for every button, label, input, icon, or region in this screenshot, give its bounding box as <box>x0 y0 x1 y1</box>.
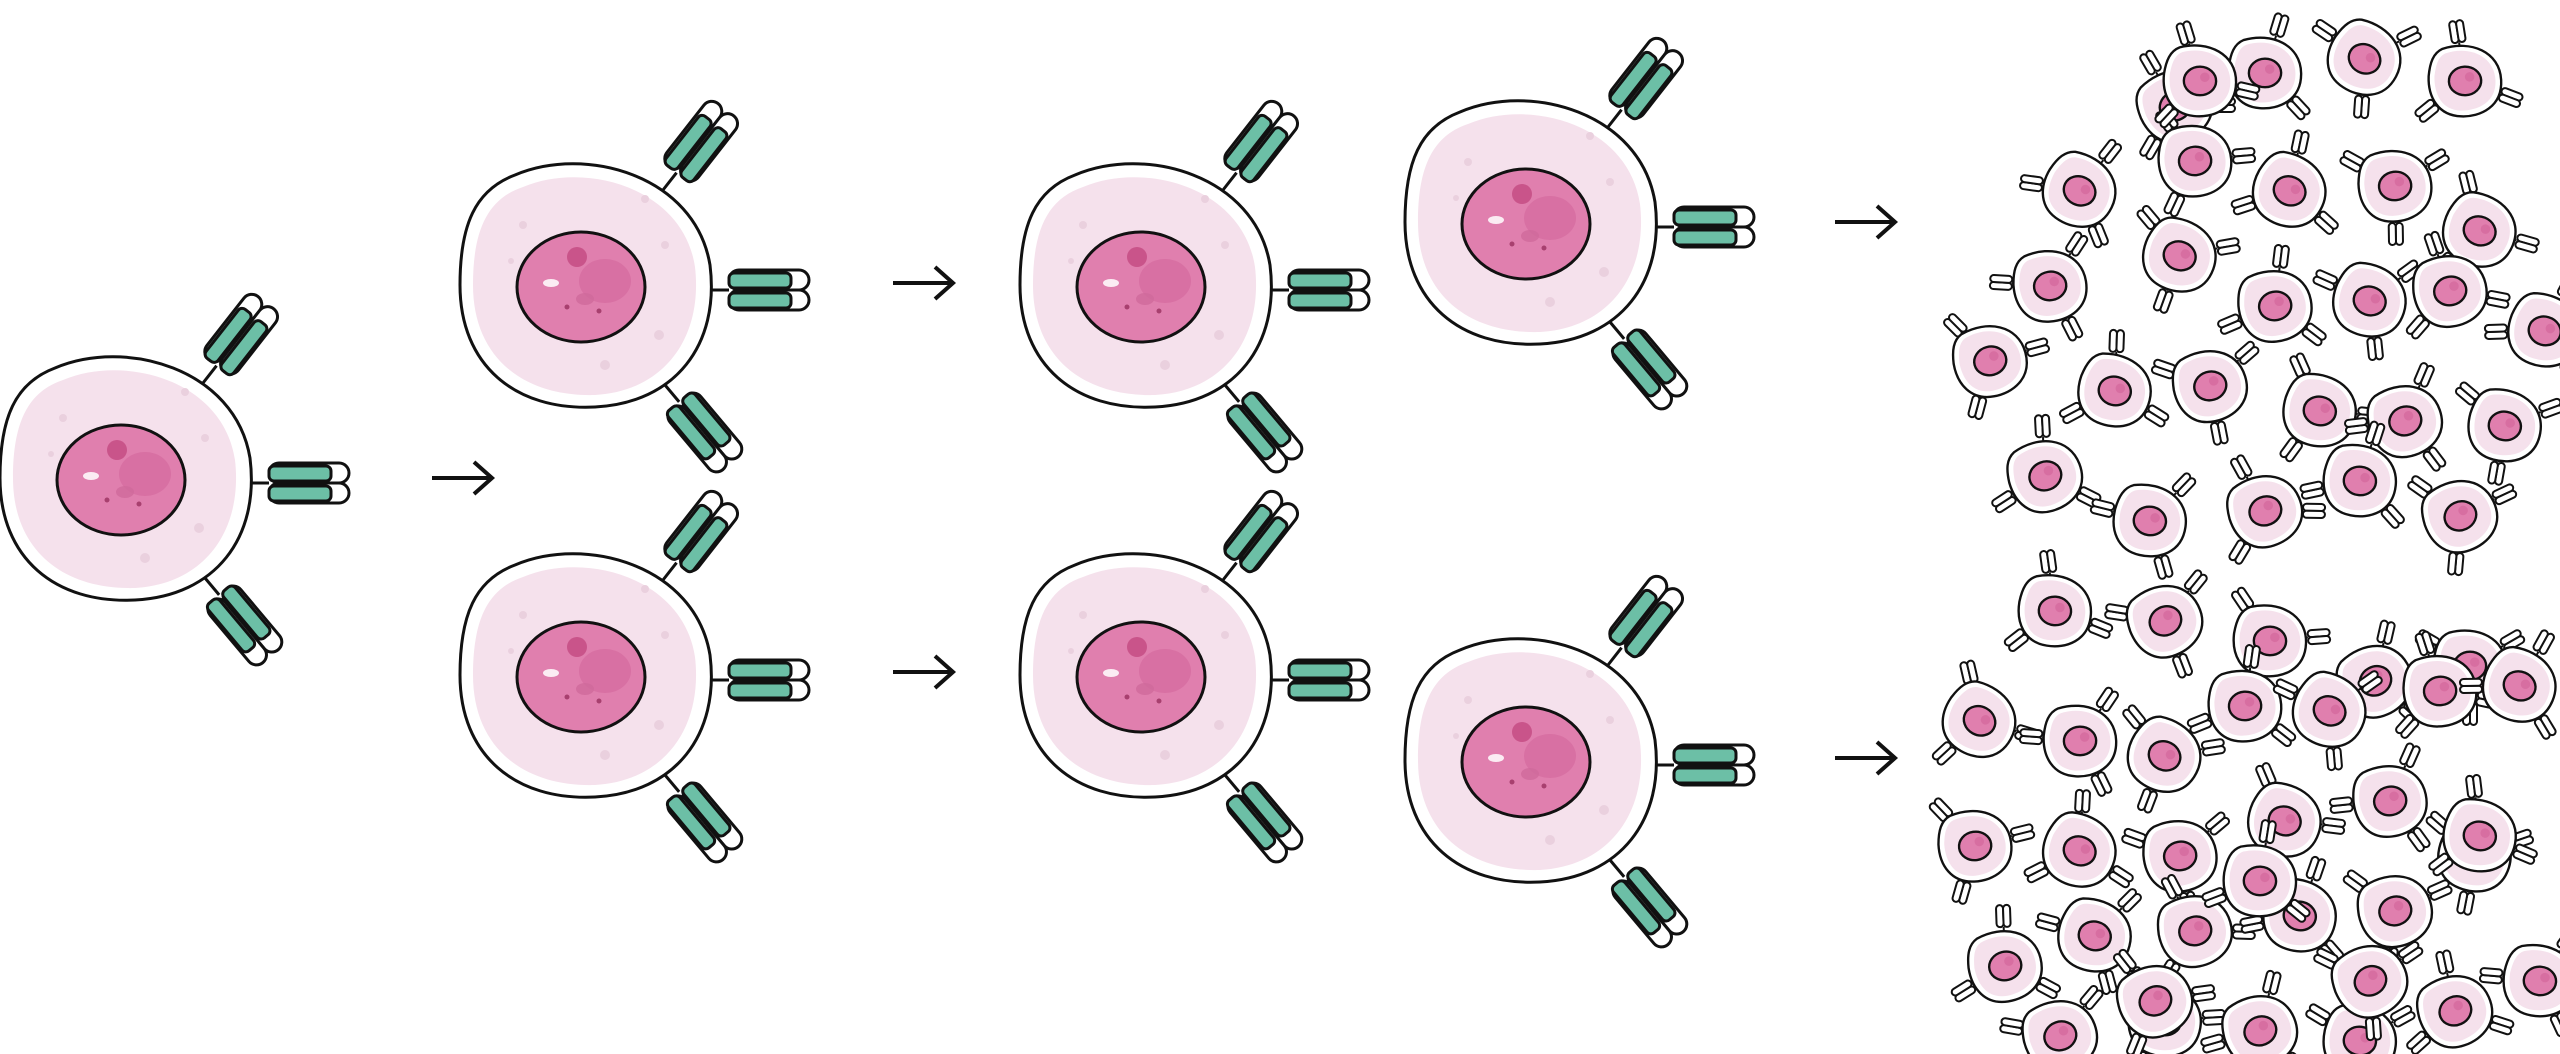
cell-body <box>1018 162 1273 409</box>
small-b-cell-icon <box>2002 548 2115 654</box>
small-b-cell-icon <box>2057 328 2171 436</box>
small-b-cell-icon <box>2089 470 2198 581</box>
small-b-cell-icon <box>2338 145 2452 247</box>
dividing-cells-layer <box>0 32 1756 953</box>
antibody-receptor-icon <box>1650 205 1756 249</box>
small-b-cell-icon <box>2328 741 2435 854</box>
antibody-receptor-icon <box>1593 307 1693 415</box>
antibody-receptor-icon <box>648 760 748 868</box>
b-cell-icon <box>0 288 351 671</box>
small-b-cell-icon <box>2453 380 2560 487</box>
antibody-receptor-icon <box>645 485 744 594</box>
antibody-receptor-icon <box>245 461 351 505</box>
small-b-cell-icon <box>2018 137 2129 250</box>
small-b-cell-icon <box>2103 567 2215 680</box>
b-cell-icon <box>458 95 811 478</box>
cell-population-cluster <box>1927 9 2560 1054</box>
small-b-cell-icon <box>2229 128 2341 240</box>
arrow-right-icon <box>430 460 494 496</box>
antibody-receptor-icon <box>1208 760 1308 868</box>
small-b-cell-icon <box>2018 685 2121 798</box>
small-b-cell-icon <box>2022 788 2136 899</box>
antibody-receptor-icon <box>648 370 748 478</box>
small-b-cell-icon <box>2216 453 2327 567</box>
b-cell-icon <box>1403 32 1756 415</box>
small-b-cell-icon <box>2483 272 2560 386</box>
antibody-receptor-icon <box>705 268 811 312</box>
antibody-receptor-icon <box>1205 95 1304 204</box>
small-cell-body <box>1960 921 2051 1011</box>
small-cell-body <box>1933 804 2017 888</box>
small-b-cell-icon <box>2404 948 2516 1054</box>
small-b-cell-icon <box>1989 413 2103 524</box>
antibody-receptor-icon <box>1590 570 1689 679</box>
antibody-receptor-icon <box>188 563 288 671</box>
b-cell-icon <box>1018 485 1371 868</box>
small-b-cell-icon <box>2149 339 2261 447</box>
small-b-cell-icon <box>2216 243 2329 349</box>
b-cell-icon <box>458 485 811 868</box>
b-cell-icon <box>1403 570 1756 953</box>
arrow-right-icon <box>891 654 955 690</box>
small-cell-body <box>2031 803 2128 899</box>
small-cell-body <box>2154 121 2236 201</box>
small-b-cell-icon <box>1941 311 2051 421</box>
antibody-receptor-icon <box>1265 658 1371 702</box>
small-b-cell-icon <box>2426 773 2539 879</box>
small-cell-body <box>2216 463 2314 559</box>
small-cell-body <box>2314 9 2415 109</box>
small-cell-body <box>1997 428 2093 524</box>
small-b-cell-icon <box>1929 658 2041 771</box>
cell-body <box>458 162 713 409</box>
cell-body <box>1403 637 1658 884</box>
small-cell-body <box>2425 42 2505 120</box>
cell-body <box>458 552 713 799</box>
arrow-right-icon <box>1833 204 1897 240</box>
small-b-cell-icon <box>2132 203 2242 315</box>
antibody-receptor-icon <box>705 658 811 702</box>
small-cell-body <box>2499 941 2560 1021</box>
small-b-cell-icon <box>1988 229 2093 343</box>
small-b-cell-icon <box>2311 254 2424 362</box>
antibody-receptor-icon <box>1590 32 1689 141</box>
antibody-receptor-icon <box>1650 743 1756 787</box>
small-cell-body <box>2069 346 2160 436</box>
small-b-cell-icon <box>2310 9 2423 120</box>
small-cell-body <box>2041 703 2119 779</box>
antibody-receptor-icon <box>1208 370 1308 478</box>
small-b-cell-icon <box>1927 795 2036 906</box>
cell-body <box>1403 99 1658 346</box>
antibody-receptor-icon <box>1205 485 1304 594</box>
small-cell-body <box>2353 145 2437 227</box>
b-cell-icon <box>1018 95 1371 478</box>
antibody-receptor-icon <box>185 288 284 397</box>
antibody-receptor-icon <box>1265 268 1371 312</box>
small-cell-body <box>2226 35 2303 111</box>
small-cell-body <box>2015 571 2095 650</box>
arrow-right-icon <box>1833 740 1897 776</box>
cell-body <box>0 355 253 602</box>
antibody-receptor-icon <box>645 95 744 204</box>
small-b-cell-icon <box>2412 18 2525 125</box>
small-cell-body <box>2231 603 2309 679</box>
antibody-receptor-icon <box>1593 845 1693 953</box>
small-cell-body <box>2212 983 2309 1054</box>
small-cell-body <box>2161 43 2238 119</box>
small-cell-body <box>2007 244 2093 328</box>
cell-body <box>1018 552 1273 799</box>
arrow-right-icon <box>891 265 955 301</box>
